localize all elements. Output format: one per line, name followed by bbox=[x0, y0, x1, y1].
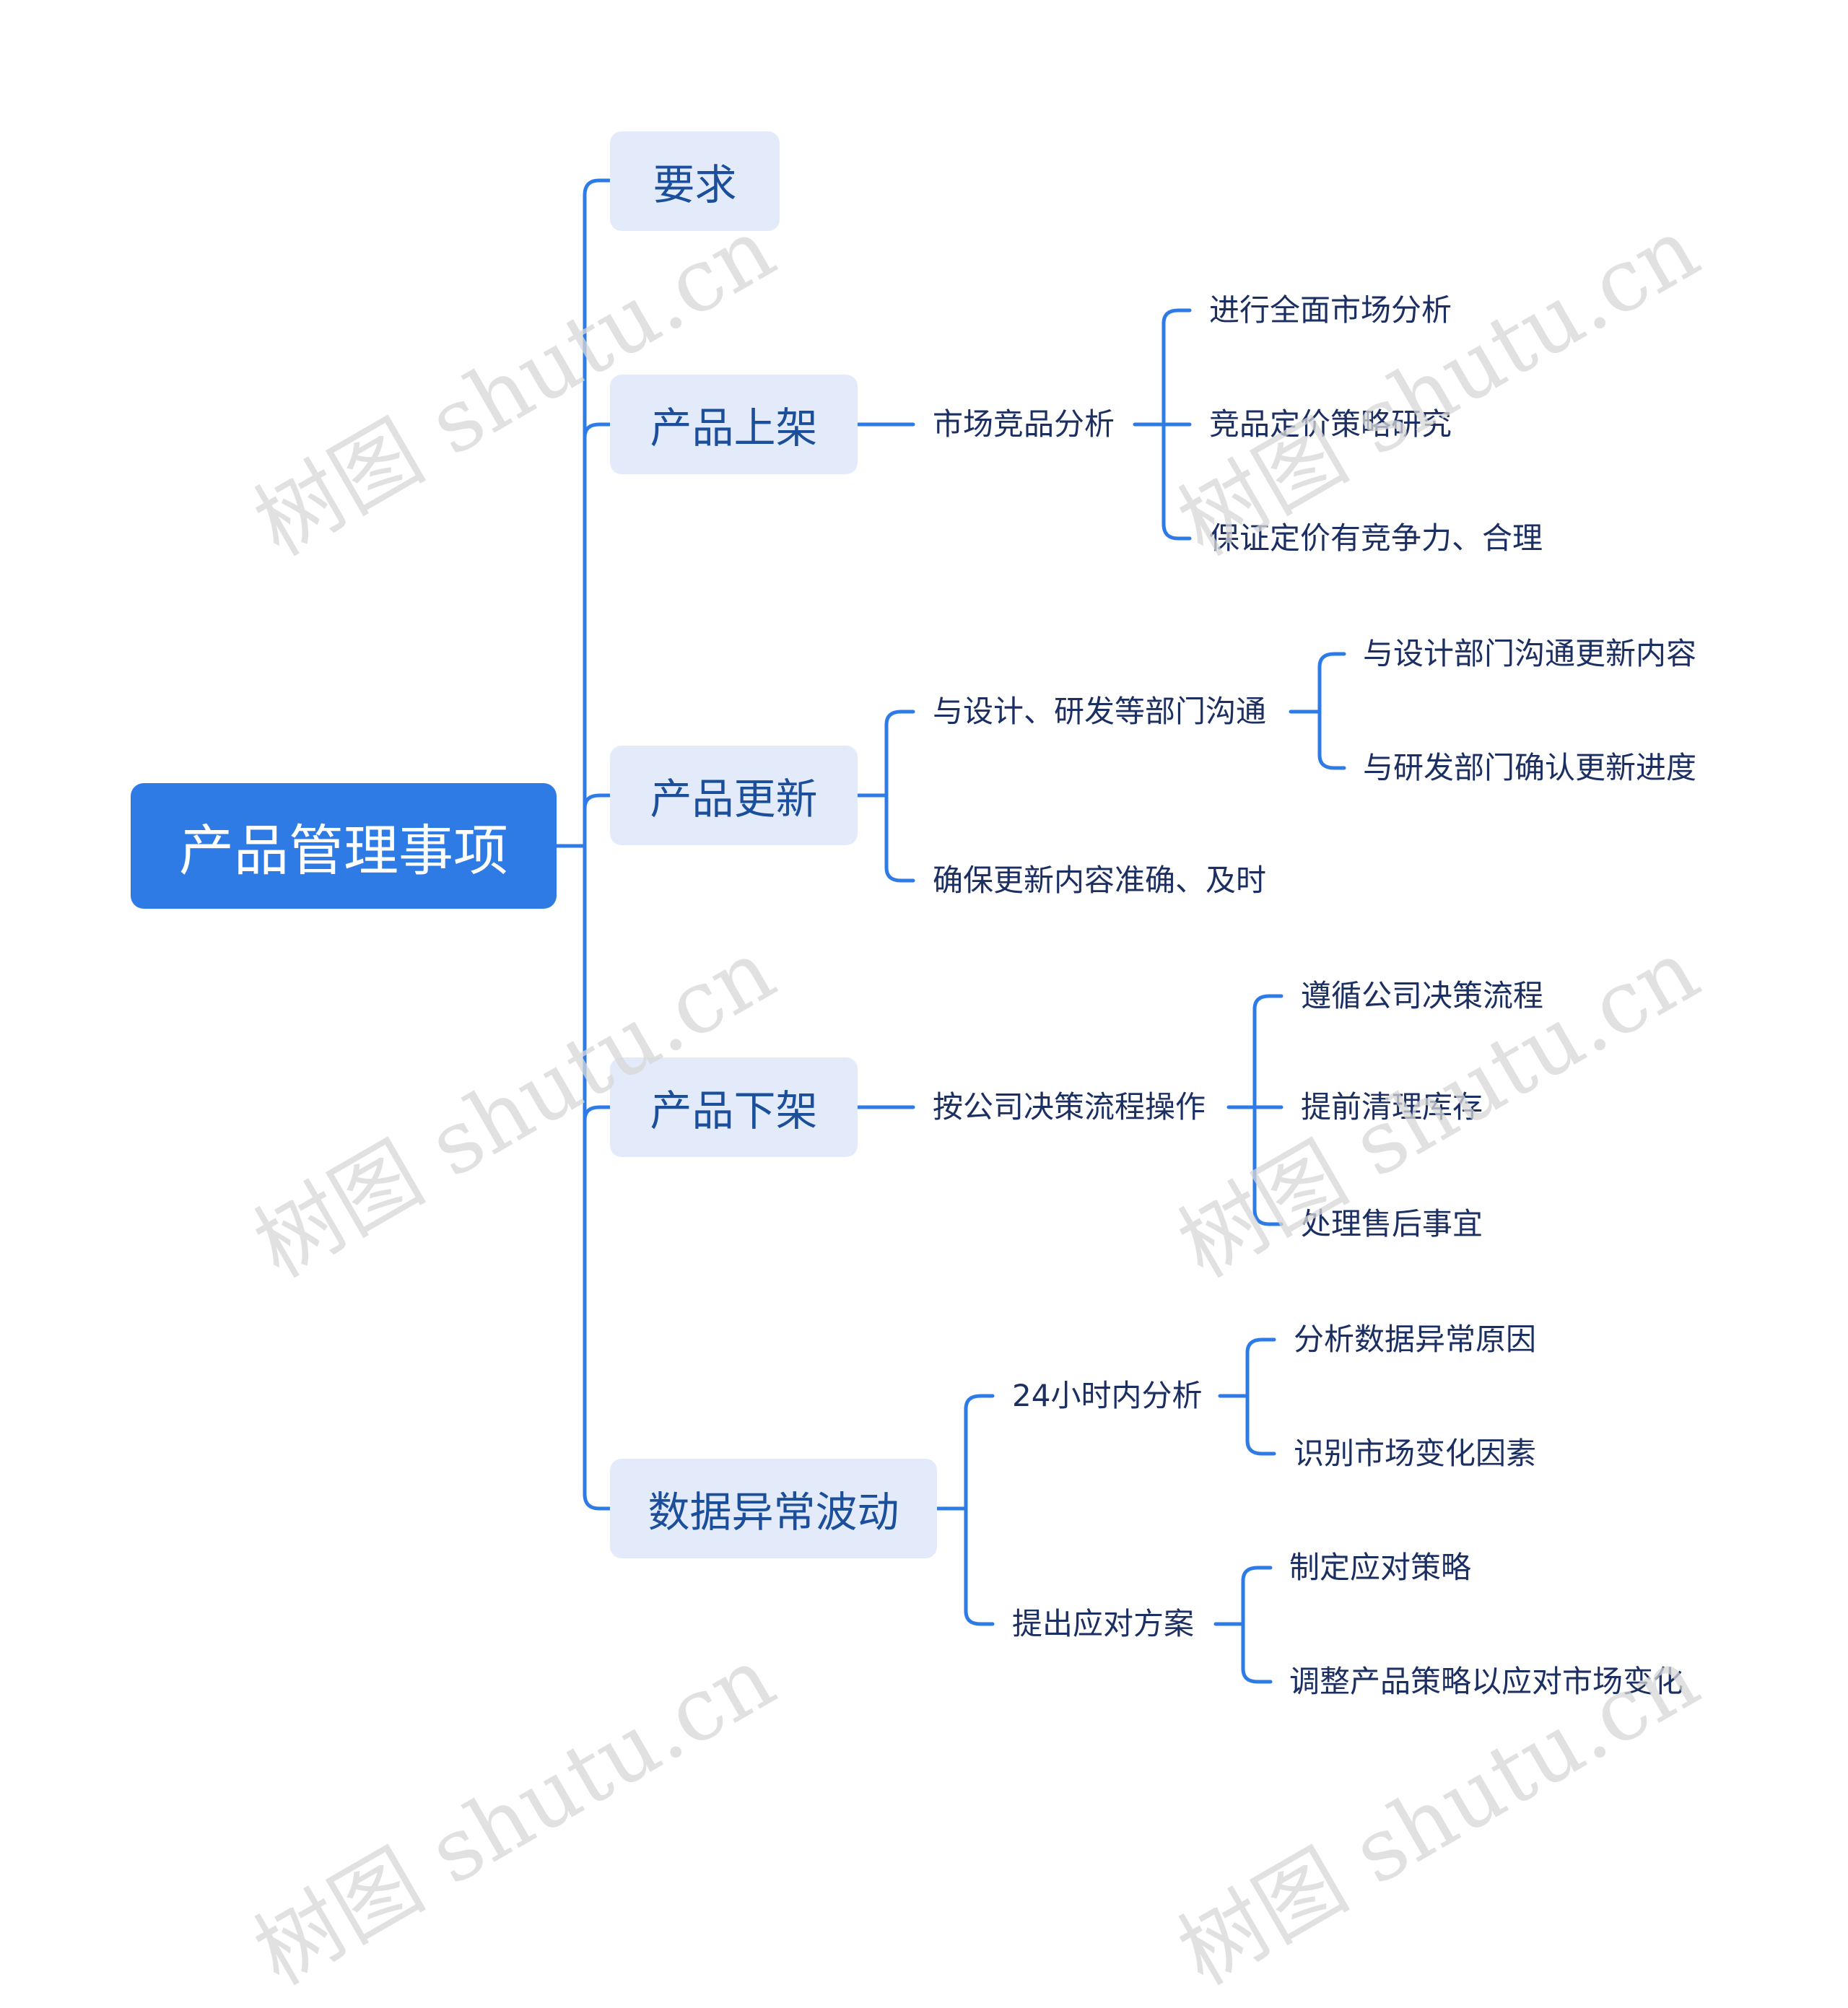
sub-node[interactable]: 市场竞品分析 bbox=[933, 406, 1115, 442]
branch-node-label: 产品下架 bbox=[650, 1086, 818, 1135]
leaf-node[interactable]: 识别市场变化因素 bbox=[1294, 1436, 1537, 1471]
branch-node-listing[interactable]: 产品上架 bbox=[610, 375, 858, 474]
branch-node-label: 数据异常波动 bbox=[648, 1488, 899, 1537]
leaf-node[interactable]: 进行全面市场分析 bbox=[1209, 292, 1452, 328]
sub-node[interactable]: 与设计、研发等部门沟通 bbox=[933, 694, 1267, 729]
root-node[interactable]: 产品管理事项 bbox=[131, 783, 557, 909]
branch-node-label: 产品上架 bbox=[650, 403, 818, 453]
leaf-node[interactable]: 调整产品策略以应对市场变化 bbox=[1289, 1664, 1684, 1699]
sub-node[interactable]: 确保更新内容准确、及时 bbox=[933, 863, 1267, 898]
branch-node-label: 产品更新 bbox=[650, 774, 818, 824]
leaf-node[interactable]: 遵循公司决策流程 bbox=[1301, 978, 1544, 1013]
connector-lines bbox=[554, 178, 1346, 1684]
leaf-node[interactable]: 与研发部门确认更新进度 bbox=[1363, 750, 1697, 785]
sub-node[interactable]: 按公司决策流程操作 bbox=[933, 1089, 1206, 1125]
root-node-label: 产品管理事项 bbox=[179, 819, 508, 883]
leaf-node[interactable]: 保证定价有竞争力、合理 bbox=[1209, 520, 1543, 556]
leaf-node[interactable]: 制定应对策略 bbox=[1289, 1550, 1472, 1585]
leaf-node[interactable]: 处理售后事宜 bbox=[1301, 1206, 1483, 1241]
branch-node-delisting[interactable]: 产品下架 bbox=[610, 1057, 858, 1157]
branch-node-data-anomaly[interactable]: 数据异常波动 bbox=[610, 1459, 937, 1558]
branch-node-label: 要求 bbox=[653, 160, 737, 209]
leaf-node[interactable]: 提前清理库存 bbox=[1301, 1089, 1483, 1125]
leaf-node[interactable]: 分析数据异常原因 bbox=[1294, 1322, 1537, 1357]
sub-node[interactable]: 提出应对方案 bbox=[1012, 1606, 1195, 1641]
leaf-node[interactable]: 竞品定价策略研究 bbox=[1209, 406, 1452, 442]
mindmap-canvas: 产品管理事项 要求 产品上架 产品更新 产品下架 数据异常波动 市场竞品分析 进… bbox=[131, 131, 1714, 2004]
branch-node-update[interactable]: 产品更新 bbox=[610, 746, 858, 845]
sub-node[interactable]: 24小时内分析 bbox=[1012, 1378, 1203, 1413]
branch-node-requirements[interactable]: 要求 bbox=[610, 131, 780, 231]
leaf-node[interactable]: 与设计部门沟通更新内容 bbox=[1363, 636, 1697, 671]
